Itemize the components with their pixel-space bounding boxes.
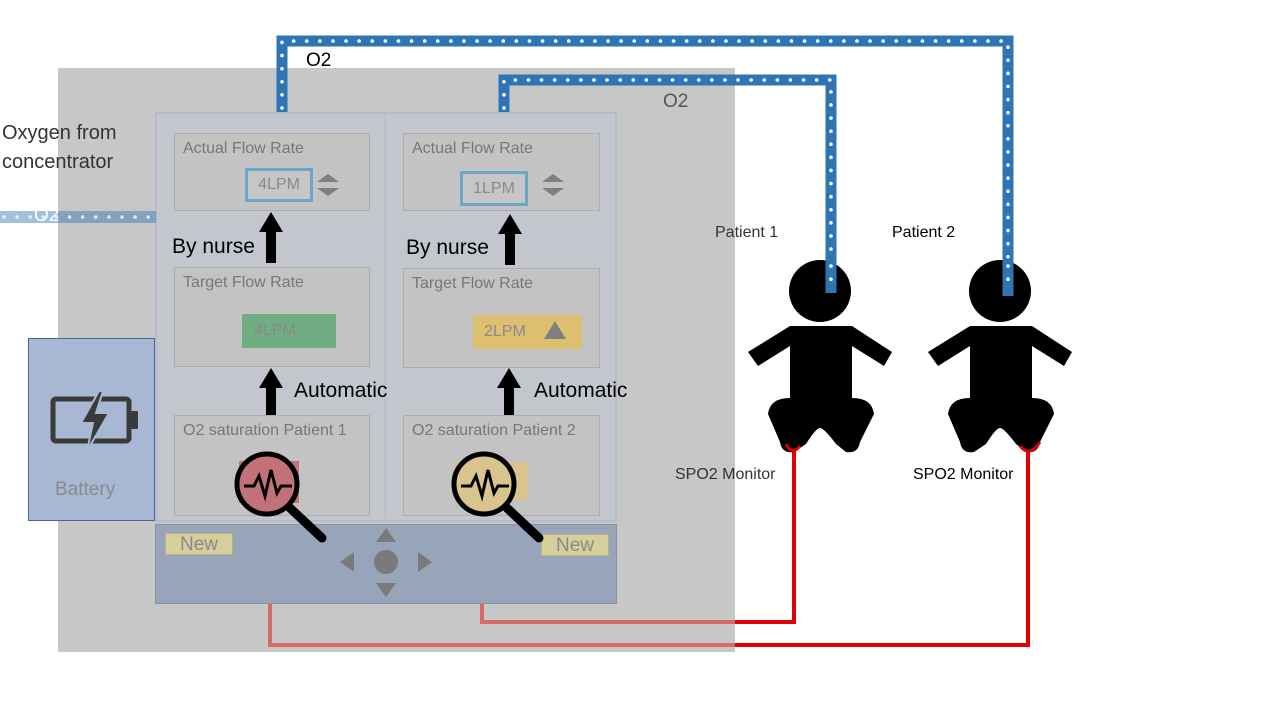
baby-icon-patient-1 — [748, 260, 892, 453]
battery-charging-icon — [50, 390, 138, 452]
baby-icon-patient-2 — [928, 260, 1072, 453]
inner-tube-label: O2 — [663, 91, 689, 112]
oxygen-tube-patient-2 — [276, 35, 1014, 296]
new-button-2[interactable]: New — [541, 534, 609, 556]
arrow-up-icon — [498, 214, 522, 265]
target-flow-value-2: 2LPM — [473, 315, 582, 349]
nurse-label-1: By nurse — [172, 235, 255, 258]
magnifier-icon-1 — [234, 451, 327, 543]
dpad-control — [340, 528, 432, 597]
battery-label: Battery — [55, 479, 116, 500]
arrow-up-icon — [259, 368, 283, 415]
patient-1-label: Patient 1 — [715, 224, 779, 241]
increase-arrow-icon — [544, 321, 566, 339]
dpad-center-button — [374, 550, 398, 574]
flow-stepper-icon-1[interactable] — [175, 134, 371, 212]
saturation-title-2: O2 saturation Patient 2 — [412, 422, 576, 439]
actual-flow-title-1: Actual Flow Rate — [183, 140, 304, 157]
panel-divider — [384, 114, 386, 518]
dpad-right-icon — [418, 552, 432, 572]
spo2-monitor-label-2: SPO2 Monitor — [913, 466, 1014, 483]
saturation-title-1: O2 saturation Patient 1 — [183, 422, 347, 439]
new-button-1[interactable]: New — [165, 533, 233, 555]
target-flow-title-1: Target Flow Rate — [183, 274, 304, 291]
target-flow-title-2: Target Flow Rate — [412, 275, 533, 292]
arrow-up-icon — [259, 212, 283, 263]
target-flow-value-1: 4LPM — [242, 314, 336, 348]
actual-flow-box-2: Actual Flow Rate 1LPM — [403, 133, 600, 211]
actual-flow-box-1: Actual Flow Rate 4LPM — [174, 133, 370, 211]
source-tube-label: O2 — [34, 205, 60, 226]
actual-flow-title-2: Actual Flow Rate — [412, 140, 533, 157]
target-flow-box-1: Target Flow Rate 4LPM — [174, 267, 370, 367]
dpad-left-icon — [340, 552, 354, 572]
auto-label-2: Automatic — [534, 379, 628, 402]
spo2-monitor-label-1: SPO2 Monitor — [675, 466, 776, 483]
nurse-label-2: By nurse — [406, 236, 489, 259]
actual-flow-value-2[interactable]: 1LPM — [460, 171, 528, 206]
actual-flow-value-1[interactable]: 4LPM — [245, 168, 313, 202]
dpad-up-icon — [376, 528, 396, 542]
battery-panel: Battery — [28, 338, 155, 521]
source-label: Oxygen from concentrator — [2, 122, 117, 173]
patient-2-label: Patient 2 — [892, 224, 956, 241]
dpad-down-icon — [376, 583, 396, 597]
target-flow-box-2: Target Flow Rate 2LPM — [403, 268, 600, 368]
outer-tube-label: O2 — [306, 50, 332, 71]
arrow-up-icon — [497, 368, 521, 415]
flow-stepper-icon-2[interactable] — [404, 134, 601, 212]
magnifier-icon-2 — [451, 451, 544, 543]
auto-label-1: Automatic — [294, 379, 388, 402]
